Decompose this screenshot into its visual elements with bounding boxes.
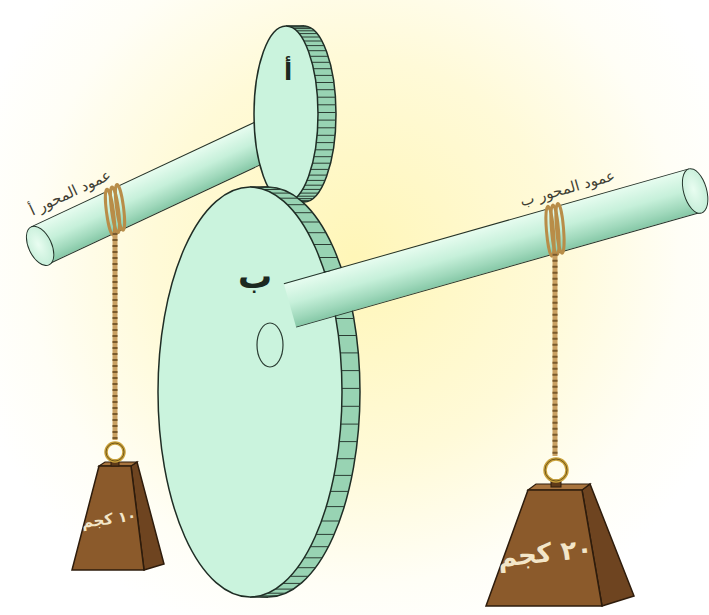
weight-ring-edge xyxy=(545,459,567,481)
rope-strand xyxy=(113,233,118,440)
gear-tooth xyxy=(322,521,340,522)
gear-tooth xyxy=(340,352,358,353)
gear-letter: أ xyxy=(284,58,292,86)
axle-hole xyxy=(257,323,283,367)
rope-strand xyxy=(553,254,558,456)
weight-ring xyxy=(545,459,567,481)
gear-tooth xyxy=(307,180,325,181)
gear-tooth xyxy=(318,112,336,113)
gear-tooth xyxy=(319,257,337,258)
gear-tooth xyxy=(318,104,336,105)
gear-outline xyxy=(150,180,380,605)
gear-tooth xyxy=(295,212,313,213)
gear-tooth xyxy=(308,50,326,51)
weight-block: ١٠ كجم xyxy=(69,440,169,575)
gear-face xyxy=(158,187,342,597)
gear-tooth xyxy=(326,506,344,507)
gear-tooth xyxy=(304,41,322,42)
gear-tooth xyxy=(306,45,324,46)
gear-wheel: ب xyxy=(150,180,380,605)
gear-tooth xyxy=(334,475,352,476)
weight-ring-edge xyxy=(106,443,124,461)
gear-tooth xyxy=(315,75,333,76)
gear-tooth xyxy=(304,557,322,558)
gear-tooth xyxy=(315,149,333,150)
gear-tooth xyxy=(298,196,316,197)
rope-braid xyxy=(113,233,118,440)
gear-tooth xyxy=(318,127,336,128)
gear-tooth xyxy=(310,546,328,547)
gear-tooth xyxy=(337,458,355,459)
gear-tooth xyxy=(316,534,334,535)
weight-block: ٢٠ كجم xyxy=(480,456,638,610)
weight-ring xyxy=(106,443,124,461)
shaft-end xyxy=(20,220,60,269)
gear-tooth xyxy=(314,156,332,157)
gear-tooth xyxy=(341,424,359,425)
weight-outline xyxy=(480,456,638,610)
gear-tooth xyxy=(317,89,335,90)
gear-tooth xyxy=(338,335,356,336)
weight-front xyxy=(72,466,144,570)
gear-tooth xyxy=(275,589,293,590)
gear-tooth xyxy=(309,175,327,176)
gear-tooth xyxy=(308,232,326,233)
gear-face xyxy=(254,26,318,202)
gear-tooth xyxy=(316,142,334,143)
gear-tooth xyxy=(302,37,320,38)
gear-tooth xyxy=(336,318,354,319)
gear-tooth xyxy=(312,62,330,63)
shaft-end xyxy=(677,164,709,216)
gear-tooth xyxy=(272,193,290,194)
rope-braid xyxy=(553,254,558,456)
gear-tooth xyxy=(303,189,321,190)
gear-tooth xyxy=(300,193,318,194)
gear-tooth xyxy=(317,135,335,136)
gear-tooth xyxy=(305,185,323,186)
gear-tooth xyxy=(314,244,332,245)
gear-tooth xyxy=(301,222,319,223)
gear-tooth xyxy=(283,583,301,584)
gear-tooth xyxy=(310,56,328,57)
gear-tooth xyxy=(339,441,357,442)
gear-tooth xyxy=(342,388,360,389)
gear-tooth xyxy=(299,33,317,34)
gear-tooth xyxy=(313,163,331,164)
weight-front xyxy=(486,490,602,606)
gear-tooth xyxy=(342,406,360,407)
gear-tooth xyxy=(316,82,334,83)
gear-tooth xyxy=(280,198,298,199)
gear-letter: ب xyxy=(238,256,272,296)
gear-tooth xyxy=(291,27,309,28)
gear-tooth xyxy=(331,491,349,492)
gear-tooth xyxy=(296,30,314,31)
gear-tooth xyxy=(287,204,305,205)
gear-tooth xyxy=(318,120,336,121)
shaft-label: عمود المحور أ xyxy=(27,165,114,219)
gear-outline xyxy=(250,22,345,207)
gear-tooth xyxy=(294,28,312,29)
gear-tooth xyxy=(290,576,308,577)
gear-tooth xyxy=(268,593,286,594)
shaft-label: عمود المحور ب xyxy=(518,166,617,210)
gear-tooth xyxy=(297,567,315,568)
gear-tooth xyxy=(342,370,360,371)
shaft-cylinder: عمود المحور ب xyxy=(284,168,702,327)
gear-tooth xyxy=(317,97,335,98)
gear-tooth xyxy=(311,169,329,170)
gear-tooth xyxy=(313,68,331,69)
gear-wheel: أ xyxy=(250,22,345,207)
